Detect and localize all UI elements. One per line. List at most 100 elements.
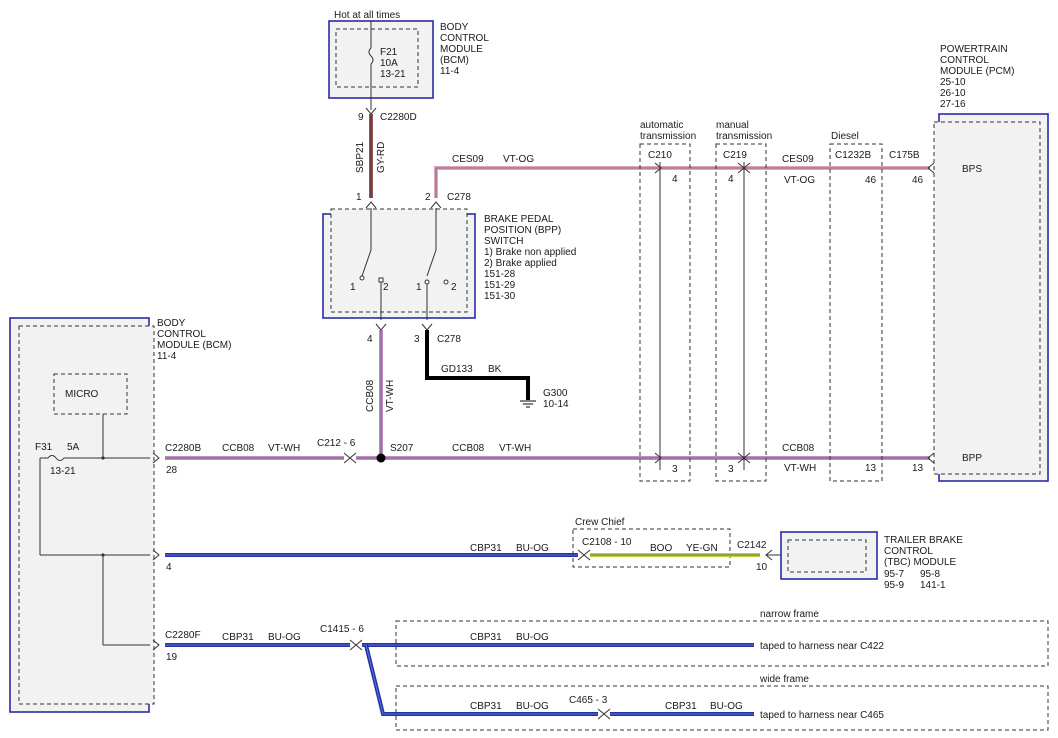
fuse-f21-amp: 10A bbox=[380, 58, 398, 69]
c212-connector-icon bbox=[343, 452, 357, 464]
ces09-label-b: CES09 bbox=[782, 154, 814, 165]
vt-wh-label-a: VT-WH bbox=[268, 443, 300, 454]
tbc-title-3: (TBC) MODULE bbox=[884, 557, 957, 568]
c2280b-label: C2280B bbox=[165, 443, 201, 454]
bpp-title-1: BRAKE PEDAL bbox=[484, 214, 554, 225]
c465-label: C465 - 3 bbox=[569, 695, 608, 706]
pcm-title-6: 27-16 bbox=[940, 99, 966, 110]
c210-connector-a-icon bbox=[654, 162, 662, 174]
gd133-label: GD133 bbox=[441, 364, 473, 375]
c278-top-connector-icon bbox=[430, 201, 442, 209]
bcm-pin4-connector-icon bbox=[152, 549, 160, 561]
bpp-pos-label-4: 2 bbox=[451, 282, 457, 293]
wire-gd133-bk bbox=[425, 330, 530, 400]
vt-wh-vertical-label: VT-WH bbox=[385, 380, 396, 412]
vt-wh-label-b: VT-WH bbox=[499, 443, 531, 454]
bcm-top-title-5: 11-4 bbox=[440, 66, 460, 77]
ye-gn-label: YE-GN bbox=[686, 543, 718, 554]
micro-label: MICRO bbox=[65, 389, 99, 400]
bu-og-label-e: BU-OG bbox=[710, 701, 743, 712]
narrow-frame-header: narrow frame bbox=[760, 609, 819, 620]
c2280f-label: C2280F bbox=[165, 630, 201, 641]
c278-bottom-label: C278 bbox=[437, 334, 461, 345]
tbc-title-1: TRAILER BRAKE bbox=[884, 535, 963, 546]
wire-ces09-vt-og bbox=[434, 166, 930, 198]
bcm-top-title-3: MODULE bbox=[440, 44, 483, 55]
bpp-pin-1: 1 bbox=[356, 192, 362, 203]
bpp-title-3: SWITCH bbox=[484, 236, 523, 247]
bpp-note-4: 151-29 bbox=[484, 280, 516, 291]
pcm-inner bbox=[933, 121, 1041, 475]
diesel-header: Diesel bbox=[831, 131, 859, 142]
bpp-note-2: 2) Brake applied bbox=[484, 258, 557, 269]
bu-og-label-b: BU-OG bbox=[268, 632, 301, 643]
bpp-pos-label-1: 1 bbox=[350, 282, 356, 293]
pcm-pin-bps: BPS bbox=[962, 164, 982, 175]
s207-label: S207 bbox=[390, 443, 414, 454]
bcm-top-title-2: CONTROL bbox=[440, 33, 489, 44]
wide-frame-header: wide frame bbox=[759, 674, 809, 685]
tbc-ref-3: 95-9 bbox=[884, 580, 904, 591]
bu-og-label-c: BU-OG bbox=[516, 632, 549, 643]
bpp-note-1: 1) Brake non applied bbox=[484, 247, 576, 258]
bcm-top-title-1: BODY bbox=[440, 22, 469, 33]
c2280f-pin: 19 bbox=[166, 652, 178, 663]
c210-label: C210 bbox=[648, 150, 672, 161]
fuse-f31-amp: 5A bbox=[67, 442, 80, 453]
ccb08-vertical-label: CCB08 bbox=[365, 379, 376, 412]
vt-og-label-a: VT-OG bbox=[503, 154, 534, 165]
c219-label: C219 bbox=[723, 150, 747, 161]
fuse-f21-name: F21 bbox=[380, 47, 398, 58]
g300-label: G300 bbox=[543, 388, 568, 399]
automatic-header-1: automatic bbox=[640, 120, 683, 131]
vt-wh-label-c: VT-WH bbox=[784, 463, 816, 474]
c2142-pin: 10 bbox=[756, 562, 768, 573]
c278-top-label: C278 bbox=[447, 192, 471, 203]
c2280d-label: C2280D bbox=[380, 112, 417, 123]
cbp31-label-c: CBP31 bbox=[470, 632, 502, 643]
gy-rd-label: GY-RD bbox=[376, 142, 387, 173]
bu-og-label-d: BU-OG bbox=[516, 701, 549, 712]
c465-connector-icon bbox=[597, 708, 611, 720]
c2280f-connector-icon bbox=[152, 639, 160, 651]
bpp-pin-3: 3 bbox=[414, 334, 420, 345]
c2280b-pin: 28 bbox=[166, 465, 178, 476]
bcm-pin-4: 4 bbox=[166, 562, 172, 573]
narrow-frame-box bbox=[395, 620, 1049, 667]
bcm-left-title-4: 11-4 bbox=[157, 351, 177, 362]
bk-label: BK bbox=[488, 364, 502, 375]
bpp-connector-icon-4 bbox=[375, 323, 387, 331]
c2280b-connector-icon bbox=[152, 452, 160, 464]
c175b-connector-a-icon bbox=[927, 162, 935, 174]
bpp-note-3: 151-28 bbox=[484, 269, 516, 280]
pcm-title-4: 25-10 bbox=[940, 77, 966, 88]
fuse-f21-ref: 13-21 bbox=[380, 69, 406, 80]
crew-chief-box bbox=[572, 528, 731, 568]
taped-c422-note: taped to harness near C422 bbox=[760, 641, 884, 652]
ccb08-label-a: CCB08 bbox=[222, 443, 255, 454]
c1415-label: C1415 - 6 bbox=[320, 624, 364, 635]
c278-bottom-connector-icon bbox=[421, 323, 433, 331]
cbp31-label-d: CBP31 bbox=[470, 701, 502, 712]
bpp-pin-2: 2 bbox=[425, 192, 431, 203]
c2142-label: C2142 bbox=[737, 540, 767, 551]
c210-pin-a: 4 bbox=[672, 174, 678, 185]
c175b-pin-b: 13 bbox=[912, 463, 924, 474]
tbc-inner bbox=[787, 539, 867, 573]
tbc-ref-2: 95-8 bbox=[920, 569, 940, 580]
c219-pin-b: 3 bbox=[728, 464, 734, 475]
c1232b-pin-a: 46 bbox=[865, 175, 877, 186]
c210-connector-b-icon bbox=[654, 452, 662, 464]
bpp-pos-label-3: 1 bbox=[416, 282, 422, 293]
fuse-f21-symbol bbox=[368, 47, 374, 65]
bu-og-label-a: BU-OG bbox=[516, 543, 549, 554]
c1415-connector-icon bbox=[349, 639, 363, 651]
ccb08-label-c: CCB08 bbox=[782, 443, 815, 454]
bpp-note-5: 151-30 bbox=[484, 291, 516, 302]
sbp21-label: SBP21 bbox=[355, 141, 366, 173]
ces09-label-a: CES09 bbox=[452, 154, 484, 165]
manual-header-1: manual bbox=[716, 120, 749, 131]
c175b-label: C175B bbox=[889, 150, 920, 161]
c175b-pin-a: 46 bbox=[912, 175, 924, 186]
